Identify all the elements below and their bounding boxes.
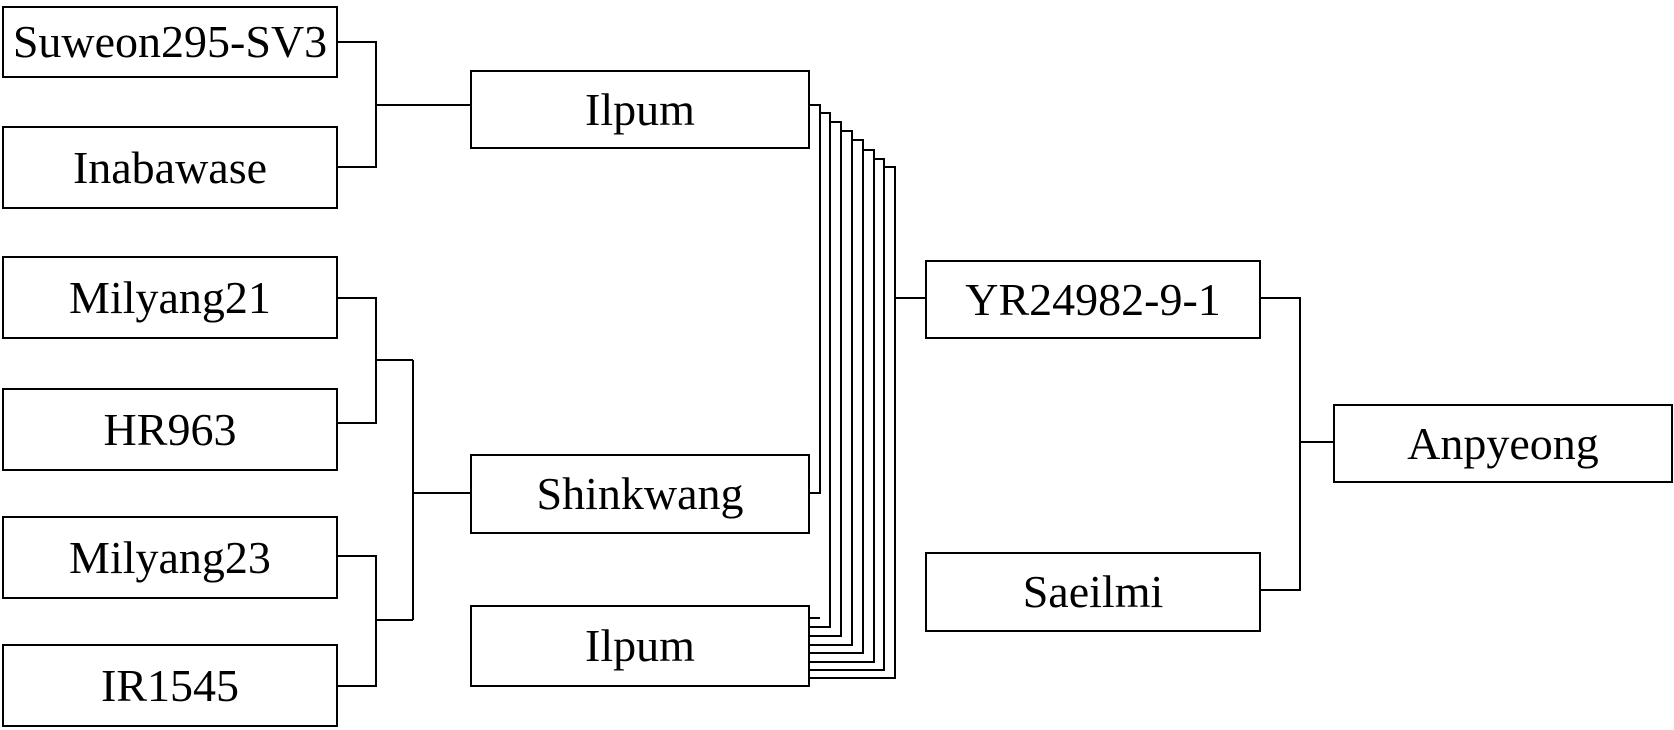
bracket-yr24982-saeilmi — [1261, 297, 1301, 591]
node-label: YR24982-9-1 — [965, 273, 1221, 325]
node-label: Anpyeong — [1407, 417, 1599, 469]
node-label: Milyang21 — [69, 271, 271, 323]
node-label: IR1545 — [101, 659, 239, 711]
node-label: Milyang23 — [69, 531, 271, 583]
backcross-bracket-2 — [810, 121, 842, 637]
node-inabawase: Inabawase — [2, 126, 338, 209]
node-anpyeong: Anpyeong — [1333, 404, 1673, 483]
node-label: HR963 — [103, 403, 237, 455]
node-hr963: HR963 — [2, 388, 338, 471]
backcross-bracket-1 — [810, 112, 831, 628]
node-ilpum-top: Ilpum — [470, 70, 810, 149]
node-ilpum-bottom: Ilpum — [470, 605, 810, 687]
bracket-suweon-inabawase — [338, 41, 377, 168]
bracket-milyang21-hr963 — [338, 297, 377, 424]
backcross-bracket-7 — [810, 166, 896, 679]
backcross-bracket-3 — [810, 130, 853, 646]
node-shinkwang: Shinkwang — [470, 454, 810, 534]
node-label: Inabawase — [72, 141, 268, 193]
bracket-milyang23-ir1545 — [338, 555, 377, 687]
node-milyang23: Milyang23 — [2, 516, 338, 599]
bracket-ilpum-shinkwang — [810, 104, 821, 494]
node-label: Suweon295-SV3 — [12, 16, 328, 67]
node-label: Saeilmi — [1022, 566, 1164, 617]
backcross-bracket-5 — [810, 149, 875, 663]
node-milyang21: Milyang21 — [2, 256, 338, 339]
node-label: Ilpum — [585, 620, 695, 671]
node-label: Shinkwang — [536, 468, 744, 519]
node-ir1545: IR1545 — [2, 644, 338, 727]
backcross-bracket-6 — [810, 158, 885, 671]
backcross-bracket-4 — [810, 139, 864, 654]
node-yr24982-9-1: YR24982-9-1 — [925, 260, 1261, 339]
node-saeilmi: Saeilmi — [925, 552, 1261, 632]
node-label: Ilpum — [585, 83, 695, 135]
node-suweon295-sv3: Suweon295-SV3 — [2, 6, 338, 78]
